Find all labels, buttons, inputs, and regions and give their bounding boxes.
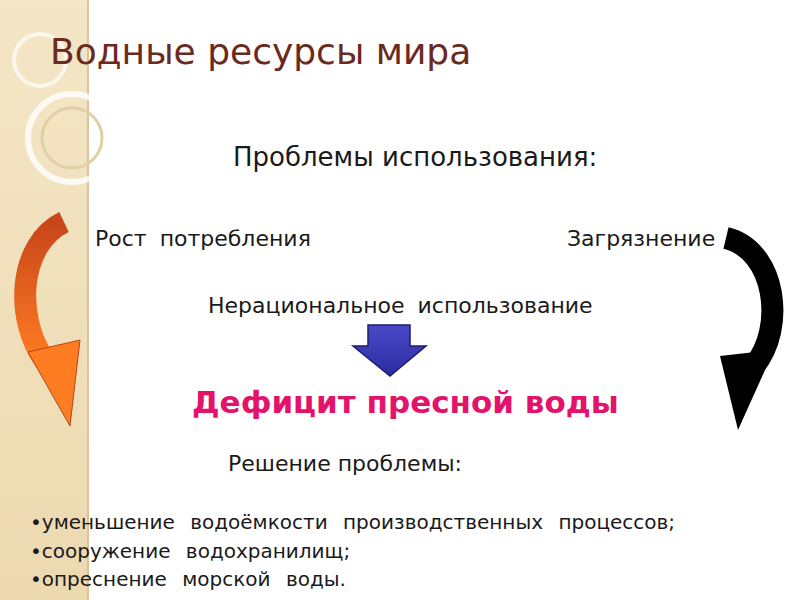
bullet-item: •опреснение морской воды. bbox=[30, 567, 346, 591]
section-heading: Проблемы использования: bbox=[233, 142, 597, 173]
result-text: Дефицит пресной воды bbox=[192, 384, 619, 421]
problem-text: Рост потребления bbox=[95, 226, 311, 252]
bullet-item: •сооружение водохранилищ; bbox=[30, 539, 350, 563]
strip-ring bbox=[42, 108, 102, 168]
problem-text: Нерациональное использование bbox=[208, 293, 593, 319]
problem-text: Загрязнение bbox=[567, 226, 715, 252]
block-arrow bbox=[353, 325, 426, 376]
strip-ring bbox=[28, 94, 116, 182]
slide-title: Водные ресурсы мира bbox=[50, 30, 471, 73]
curved-arrow bbox=[726, 238, 772, 366]
curved-arrow bbox=[25, 222, 64, 362]
section-heading: Решение проблемы: bbox=[228, 451, 462, 477]
arrow-head bbox=[720, 350, 774, 430]
arrow-head bbox=[28, 340, 80, 426]
bullet-item: •уменьшение водоёмкости производственных… bbox=[30, 510, 675, 534]
